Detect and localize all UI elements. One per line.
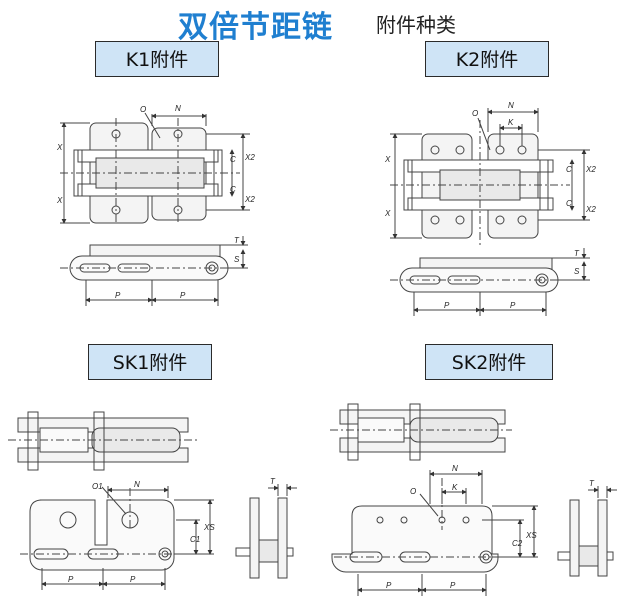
k2-dim-o: O [472,109,478,118]
sk1-dim-c1: C1 [190,535,200,544]
sk2-side-view [331,470,538,596]
sk1-dim-n: N [134,480,140,489]
k1-dim-x2-top: X2 [244,153,255,162]
sk1-attachment-label: SK1附件 [88,344,212,380]
k1-dim-o: O [140,105,146,114]
k1-dim-c-top: C [230,155,236,164]
k1-attachment-label: K1附件 [95,41,219,77]
k2-dim-x-bottom: X [384,209,391,218]
k2-side-view [390,248,590,316]
k2-dim-s: S [574,267,580,276]
sk1-dim-o1: O1 [92,482,103,491]
k1-side-view [60,236,248,306]
sk2-attachment-label: SK2附件 [425,344,553,380]
sk2-dim-c2: C2 [512,539,523,548]
sk1-dim-p-left: P [68,575,74,584]
sk2-dim-xs: XS [525,531,537,540]
sk2-dim-n: N [452,464,458,473]
sk2-dim-p-right: P [450,581,456,590]
k1-dim-p-left: P [115,291,121,300]
k1-dim-t: T [234,236,240,245]
k2-dim-x-top: X [384,155,391,164]
k2-dim-c-bottom: C [566,199,572,208]
k2-dim-c-top: C [566,165,572,174]
sk1-end-view [235,484,297,579]
page-title: 双倍节距链 [178,10,333,45]
k1-dim-p-right: P [180,291,186,300]
sk2-dim-k: K [452,483,458,492]
sk2-dim-p-left: P [386,581,392,590]
k2-dim-p-right: P [510,301,516,310]
sk1-top-view [8,411,200,471]
k2-dim-p-left: P [444,301,450,310]
sk1-side-view [20,486,214,590]
sk1-dim-xs: XS [203,523,215,532]
sk2-end-view [557,486,617,577]
k2-dim-k: K [508,118,514,127]
k1-dim-x-top: X [56,143,63,152]
page-subtitle: 附件种类 [376,13,456,37]
sk1-dim-t: T [270,477,276,486]
sk2-dim-o: O [410,487,416,496]
k1-dim-n: N [175,104,181,113]
sk2-top-view [330,403,512,461]
k1-dim-c-bottom: C [230,185,236,194]
sk1-dim-p-right: P [130,575,136,584]
k2-dim-x2-top: X2 [585,165,596,174]
k2-dim-x2-bottom: X2 [585,205,596,214]
k1-dim-s: S [234,255,240,264]
k1-top-view [60,112,250,225]
k2-dim-t: T [574,249,580,258]
sk2-dim-t: T [589,479,595,488]
k2-attachment-label: K2附件 [425,41,549,77]
k1-dim-x-bottom: X [56,196,63,205]
k2-top-view [390,108,590,245]
k2-dim-n: N [508,101,514,110]
k1-dim-x2-bottom: X2 [244,195,255,204]
